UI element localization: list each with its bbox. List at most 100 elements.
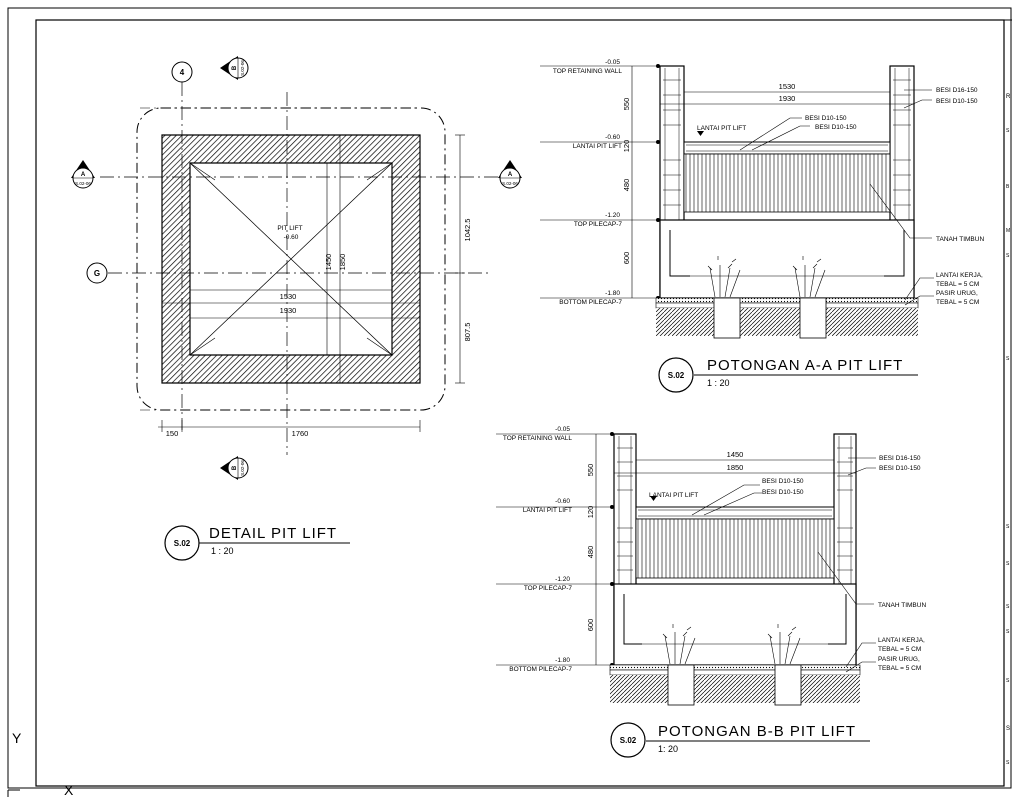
wall-rebar-callout: BESI D16-150 — [879, 455, 921, 462]
dim-right-bottom: 807.5 — [463, 323, 472, 342]
ground-soil — [656, 308, 918, 336]
dim-inner: 1450 — [727, 450, 744, 459]
pilecap — [659, 219, 915, 299]
layer-callout: TEBAL = 5 CM — [878, 646, 921, 653]
fill-callout: TANAH TIMBUN — [936, 236, 984, 243]
tb-snippet: S — [1006, 128, 1010, 134]
pit-diagonal — [189, 162, 393, 356]
fill-soil — [683, 153, 891, 213]
section-marker-a-left: A S.02-06 — [71, 160, 95, 189]
detail-pit-lift-plan: 1530 1930 1450 1850 PIT LIFT -0.60 4 G A… — [71, 56, 522, 561]
dim-600: 600 — [586, 619, 595, 632]
title-block-fragments: R S B M S S S S S S S S S — [1006, 94, 1011, 766]
dim-outer: 1850 — [727, 463, 744, 472]
section-a-title: POTONGAN A-A PIT LIFT — [707, 357, 903, 374]
svg-text:B: B — [232, 65, 238, 70]
elev-label: TOP RETAINING WALL — [553, 68, 622, 75]
tb-snippet: S — [1006, 760, 1010, 766]
ucs-x-label: X — [64, 782, 74, 797]
section-marker-b-top: B S.02-06 — [220, 56, 249, 80]
section-marker-a-right: A S.02-06 — [498, 160, 522, 189]
elev-label: TOP PILECAP-7 — [574, 221, 623, 228]
pit-slab — [635, 506, 835, 520]
tb-snippet: S — [1006, 356, 1010, 362]
elev-label: TOP RETAINING WALL — [503, 435, 572, 442]
elev-value: -1.80 — [555, 657, 570, 664]
tb-snippet: S — [1006, 524, 1010, 530]
svg-text:S.02-06: S.02-06 — [75, 181, 91, 186]
dim-right-top: 1042.5 — [463, 219, 472, 242]
section-b-tag: S.02 — [620, 736, 637, 745]
dim-bottom-main: 1760 — [292, 429, 309, 438]
layer-callout: TEBAL = 5 CM — [878, 665, 921, 672]
pit-label: PIT LIFT — [277, 225, 302, 232]
wall-rebar-callout: BESI D16-150 — [936, 87, 978, 94]
pit-level: -0.60 — [284, 234, 299, 241]
section-b-scale: 1: 20 — [658, 744, 678, 754]
dim-550: 550 — [586, 464, 595, 477]
section-a-tag: S.02 — [668, 371, 685, 380]
sheet-border — [7, 7, 1012, 789]
slab-label: LANTAI PIT LIFT — [649, 492, 698, 499]
elev-value: -0.05 — [605, 59, 620, 66]
section-b-title: POTONGAN B-B PIT LIFT — [658, 723, 856, 740]
dim-bottom-left: 150 — [166, 429, 179, 438]
detail-tag: S.02 — [174, 539, 191, 548]
dim-480: 480 — [622, 179, 631, 192]
layer-callout: PASIR URUG, — [936, 290, 978, 297]
section-marker-b-bottom: B S.02-06 — [220, 456, 249, 480]
dim-outer-height: 1850 — [338, 254, 347, 271]
dim-inner-height: 1450 — [324, 254, 333, 271]
layer-callout: PASIR URUG, — [878, 656, 920, 663]
tb-snippet: S — [1006, 678, 1010, 684]
rebar-callout: BESI D10-150 — [762, 489, 804, 496]
wall-rebar-callout: BESI D10-150 — [936, 98, 978, 105]
dim-120: 120 — [622, 140, 631, 153]
fill-soil — [635, 518, 835, 579]
wall-rebar-ties — [663, 79, 911, 206]
dim-inner-width: 1530 — [280, 292, 297, 301]
rebar-callout: BESI D10-150 — [762, 478, 804, 485]
layer-callout: LANTAI KERJA, — [878, 637, 925, 644]
detail-title: DETAIL PIT LIFT — [209, 525, 337, 542]
elev-value: -0.60 — [555, 498, 570, 505]
elev-value: -1.80 — [605, 290, 620, 297]
grid-bubble-4-label: 4 — [180, 68, 185, 77]
tb-snippet: S — [1006, 253, 1010, 259]
dim-480: 480 — [586, 546, 595, 559]
svg-text:A: A — [81, 172, 86, 178]
dim-outer-width: 1930 — [280, 306, 297, 315]
tb-snippet: R — [1006, 94, 1011, 100]
elev-label: BOTTOM PILECAP-7 — [509, 666, 572, 673]
svg-text:A: A — [508, 172, 513, 178]
elev-value: -0.05 — [555, 426, 570, 433]
pit-inner-outline — [189, 162, 393, 356]
svg-text:S.02-06: S.02-06 — [240, 60, 245, 76]
wall-rebar-callout: BESI D10-150 — [879, 465, 921, 472]
section-a-scale: 1 : 20 — [707, 378, 730, 388]
svg-text:S.02-06: S.02-06 — [240, 460, 245, 476]
dim-outer: 1930 — [779, 94, 796, 103]
grid-bubble-4 — [171, 61, 193, 83]
elev-label: TOP PILECAP-7 — [524, 585, 573, 592]
pilecap-outline — [136, 107, 446, 411]
ucs-icon[interactable]: Y X — [7, 730, 74, 797]
layer-callout: LANTAI KERJA, — [936, 272, 983, 279]
fill-callout: TANAH TIMBUN — [878, 602, 926, 609]
section-b-b: -0.05 TOP RETAINING WALL -0.60 LANTAI PI… — [496, 426, 926, 758]
rebar-callout: BESI D10-150 — [815, 124, 857, 131]
layer-callout: TEBAL = 5 CM — [936, 299, 979, 306]
elev-label: LANTAI PIT LIFT — [523, 507, 572, 514]
elev-label: BOTTOM PILECAP-7 — [559, 299, 622, 306]
dim-120: 120 — [586, 506, 595, 519]
tb-snippet: S — [1006, 726, 1010, 732]
elev-value: -0.60 — [605, 134, 620, 141]
svg-text:B: B — [232, 465, 238, 470]
pit-slab — [683, 141, 891, 155]
wall-rebar-ties — [617, 447, 853, 571]
tb-snippet: S — [1006, 629, 1010, 635]
svg-text:S.02-06: S.02-06 — [502, 181, 518, 186]
tb-snippet: S — [1006, 604, 1010, 610]
pile-anchors — [662, 624, 801, 665]
section-a-a: -0.05 TOP RETAINING WALL -0.60 LANTAI PI… — [540, 59, 984, 393]
